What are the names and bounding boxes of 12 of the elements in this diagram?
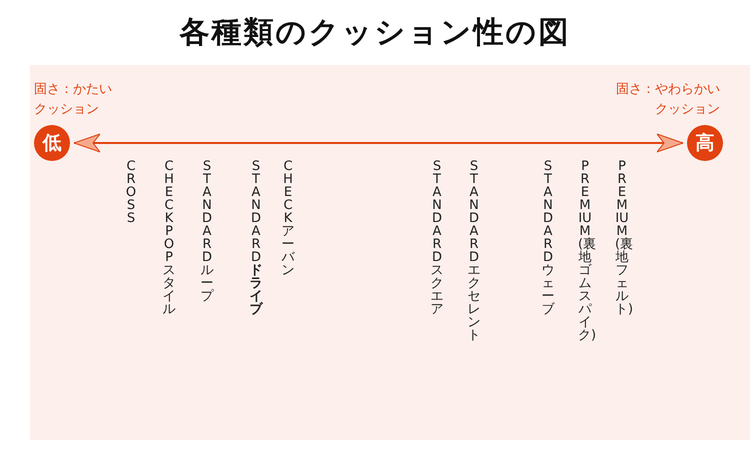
product-label: STANDARD ループ (200, 160, 214, 303)
caption-text: 固さ：やわらかいクッション (615, 81, 720, 119)
product-label: STANDARD ドライブ (249, 160, 263, 316)
product-label: CHECK POPスタイル (162, 160, 176, 316)
product-label: CROSS (124, 160, 138, 225)
product-label: STANDARD エクセレント (467, 160, 481, 342)
product-label: CHECK アーバン (281, 160, 295, 277)
double-arrow (74, 134, 684, 152)
caption-text: 固さ：かたいクッション (34, 81, 113, 119)
product-label: STANDARD ウェーブ (541, 160, 555, 316)
product-label: STANDARD スクエア (430, 160, 444, 316)
title: 各種類のクッション性の図 (178, 14, 572, 52)
